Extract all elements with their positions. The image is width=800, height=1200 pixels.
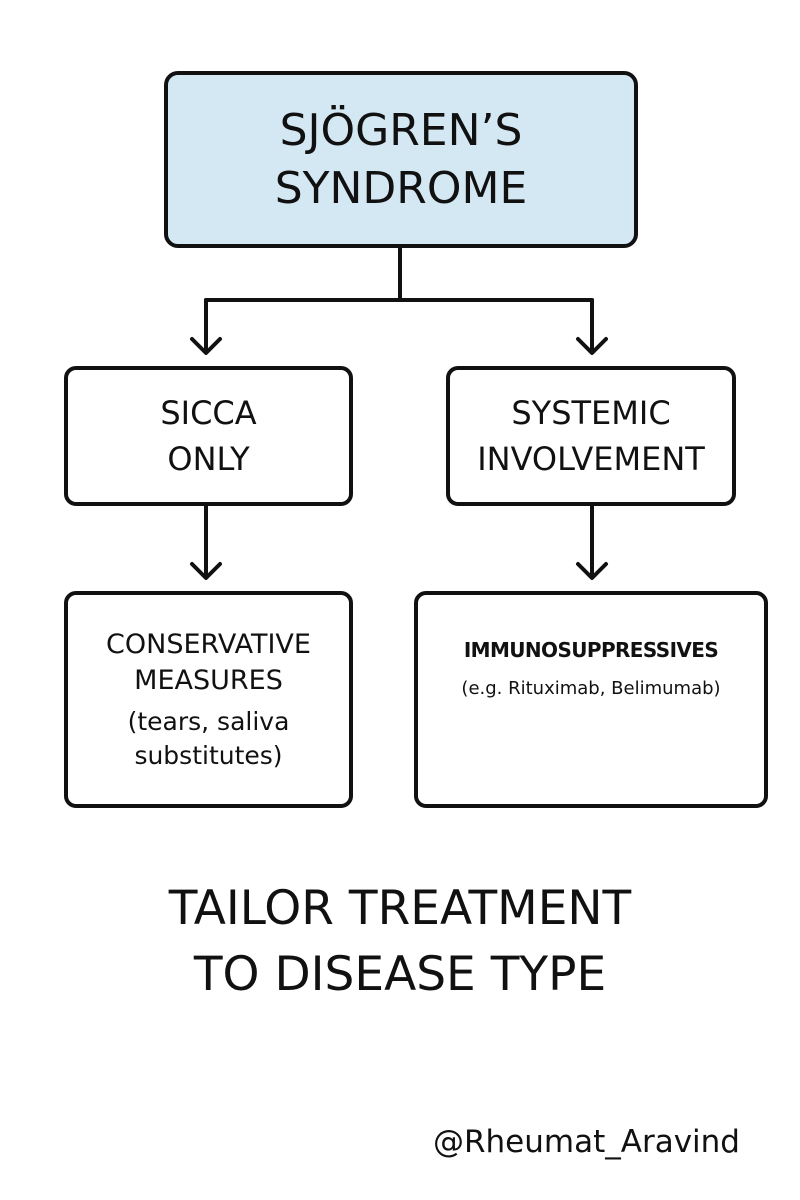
syndrome-title-line-2: SYNDROME	[274, 162, 528, 214]
conclusion-text: TAILOR TREATMENT TO DISEASE TYPE	[60, 876, 740, 1008]
author-handle: @Rheumat_Aravind	[433, 1124, 740, 1160]
conservative-detail: (tears, saliva substitutes)	[128, 705, 290, 773]
syndrome-node: SJÖGREN’S SYNDROME	[164, 71, 638, 248]
conservative-detail-line-2: substitutes)	[134, 740, 283, 770]
sicca-label-line-2: ONLY	[167, 440, 250, 478]
conservative-line-1: CONSERVATIVE	[106, 628, 311, 660]
conclusion-line-2: TO DISEASE TYPE	[193, 947, 607, 1002]
systemic-label-line-2: INVOLVEMENT	[477, 440, 705, 478]
arrowhead-to-immuno	[576, 562, 608, 580]
systemic-label-line-1: SYSTEMIC	[511, 394, 671, 432]
immunosuppressives-node: IMMUNOSUPPRESSIVES (e.g. Rituximab, Beli…	[414, 591, 768, 808]
immunosuppressives-detail: (e.g. Rituximab, Belimumab)	[461, 678, 721, 699]
syndrome-title-line-1: SJÖGREN’S	[279, 104, 523, 156]
sicca-label-line-1: SICCA	[160, 394, 257, 432]
systemic-involvement-node: SYSTEMIC INVOLVEMENT	[446, 366, 736, 506]
sicca-only-node: SICCA ONLY	[64, 366, 353, 506]
conservative-line-2: MEASURES	[134, 664, 283, 696]
conservative-detail-line-1: (tears, saliva	[127, 706, 290, 736]
immunosuppressives-label: IMMUNOSUPPRESSIVES	[463, 638, 719, 662]
conclusion-line-1: TAILOR TREATMENT	[168, 881, 632, 936]
arrowhead-to-conservative	[190, 562, 222, 580]
conservative-measures-node: CONSERVATIVE MEASURES (tears, saliva sub…	[64, 591, 353, 808]
arrowhead-to-systemic	[576, 337, 608, 355]
arrowhead-to-sicca	[190, 337, 222, 355]
